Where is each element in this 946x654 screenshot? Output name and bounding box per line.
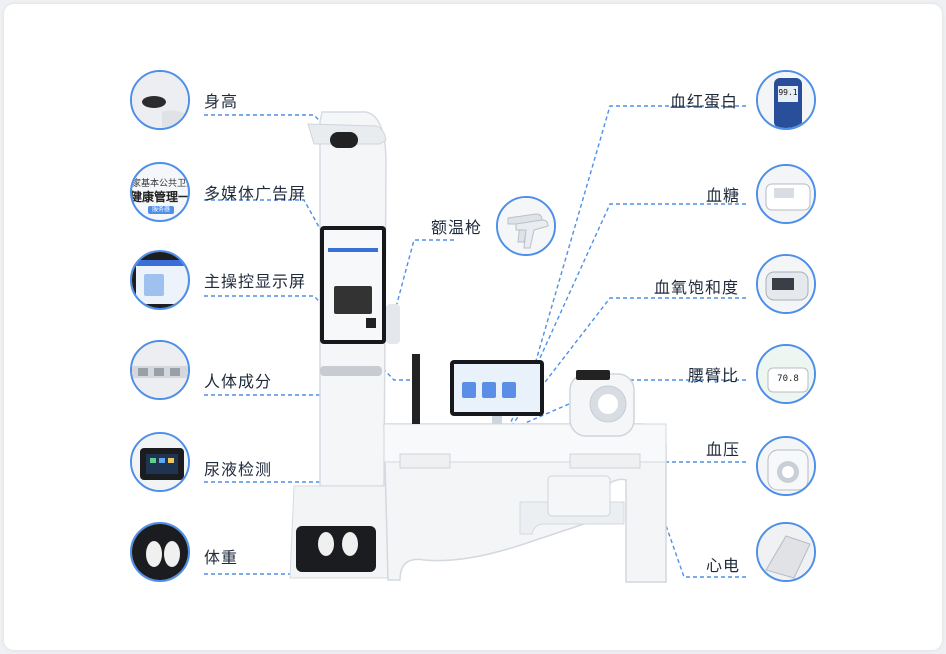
label-blood-oxygen: 血氧饱和度 xyxy=(654,278,740,297)
body-composition-thumbnail xyxy=(130,340,190,400)
thermometer-thumbnail xyxy=(496,196,556,256)
height-sensor-thumbnail xyxy=(130,70,190,130)
waist-ratio-thumbnail: 70.8 xyxy=(756,344,816,404)
label-body-composition: 人体成分 xyxy=(204,372,273,391)
urine-test-thumbnail xyxy=(130,432,190,492)
waist-reading: 70.8 xyxy=(777,374,799,384)
ecg-device-thumbnail xyxy=(756,522,816,582)
main-display-thumbnail xyxy=(130,250,190,310)
weight-scale-thumbnail xyxy=(130,522,190,582)
media-thumb-line2: 健康管理一 xyxy=(130,190,190,204)
label-ecg: 心电 xyxy=(706,556,741,575)
label-main-display: 主操控显示屏 xyxy=(204,272,307,291)
diagram-card: 身高 家基本公共卫生 健康管理一 服务器 多媒体广告屏 主操控显示屏 人体成分 … xyxy=(4,4,942,650)
label-height: 身高 xyxy=(204,92,239,111)
label-waist-hip-ratio: 腰臂比 xyxy=(688,366,740,385)
media-thumb-line1: 家基本公共卫生 xyxy=(132,179,190,189)
label-media-screen: 多媒体广告屏 xyxy=(204,184,307,203)
health-kiosk-illustration xyxy=(289,111,667,583)
label-thermometer: 额温枪 xyxy=(431,218,483,237)
hemoglobin-reading: 99.1 xyxy=(778,88,798,97)
label-hemoglobin: 血红蛋白 xyxy=(670,92,739,111)
pulse-oximeter-thumbnail xyxy=(756,254,816,314)
label-urine-test: 尿液检测 xyxy=(204,460,273,479)
label-blood-pressure: 血压 xyxy=(706,440,741,459)
blood-glucose-thumbnail xyxy=(756,164,816,224)
media-screen-thumbnail: 家基本公共卫生 健康管理一 服务器 xyxy=(130,162,190,222)
blood-pressure-thumbnail xyxy=(756,436,816,496)
media-thumb-button: 服务器 xyxy=(148,206,174,214)
label-weight: 体重 xyxy=(204,548,239,567)
label-blood-glucose: 血糖 xyxy=(706,186,741,205)
hemoglobin-meter-thumbnail: 99.1 xyxy=(756,70,816,130)
